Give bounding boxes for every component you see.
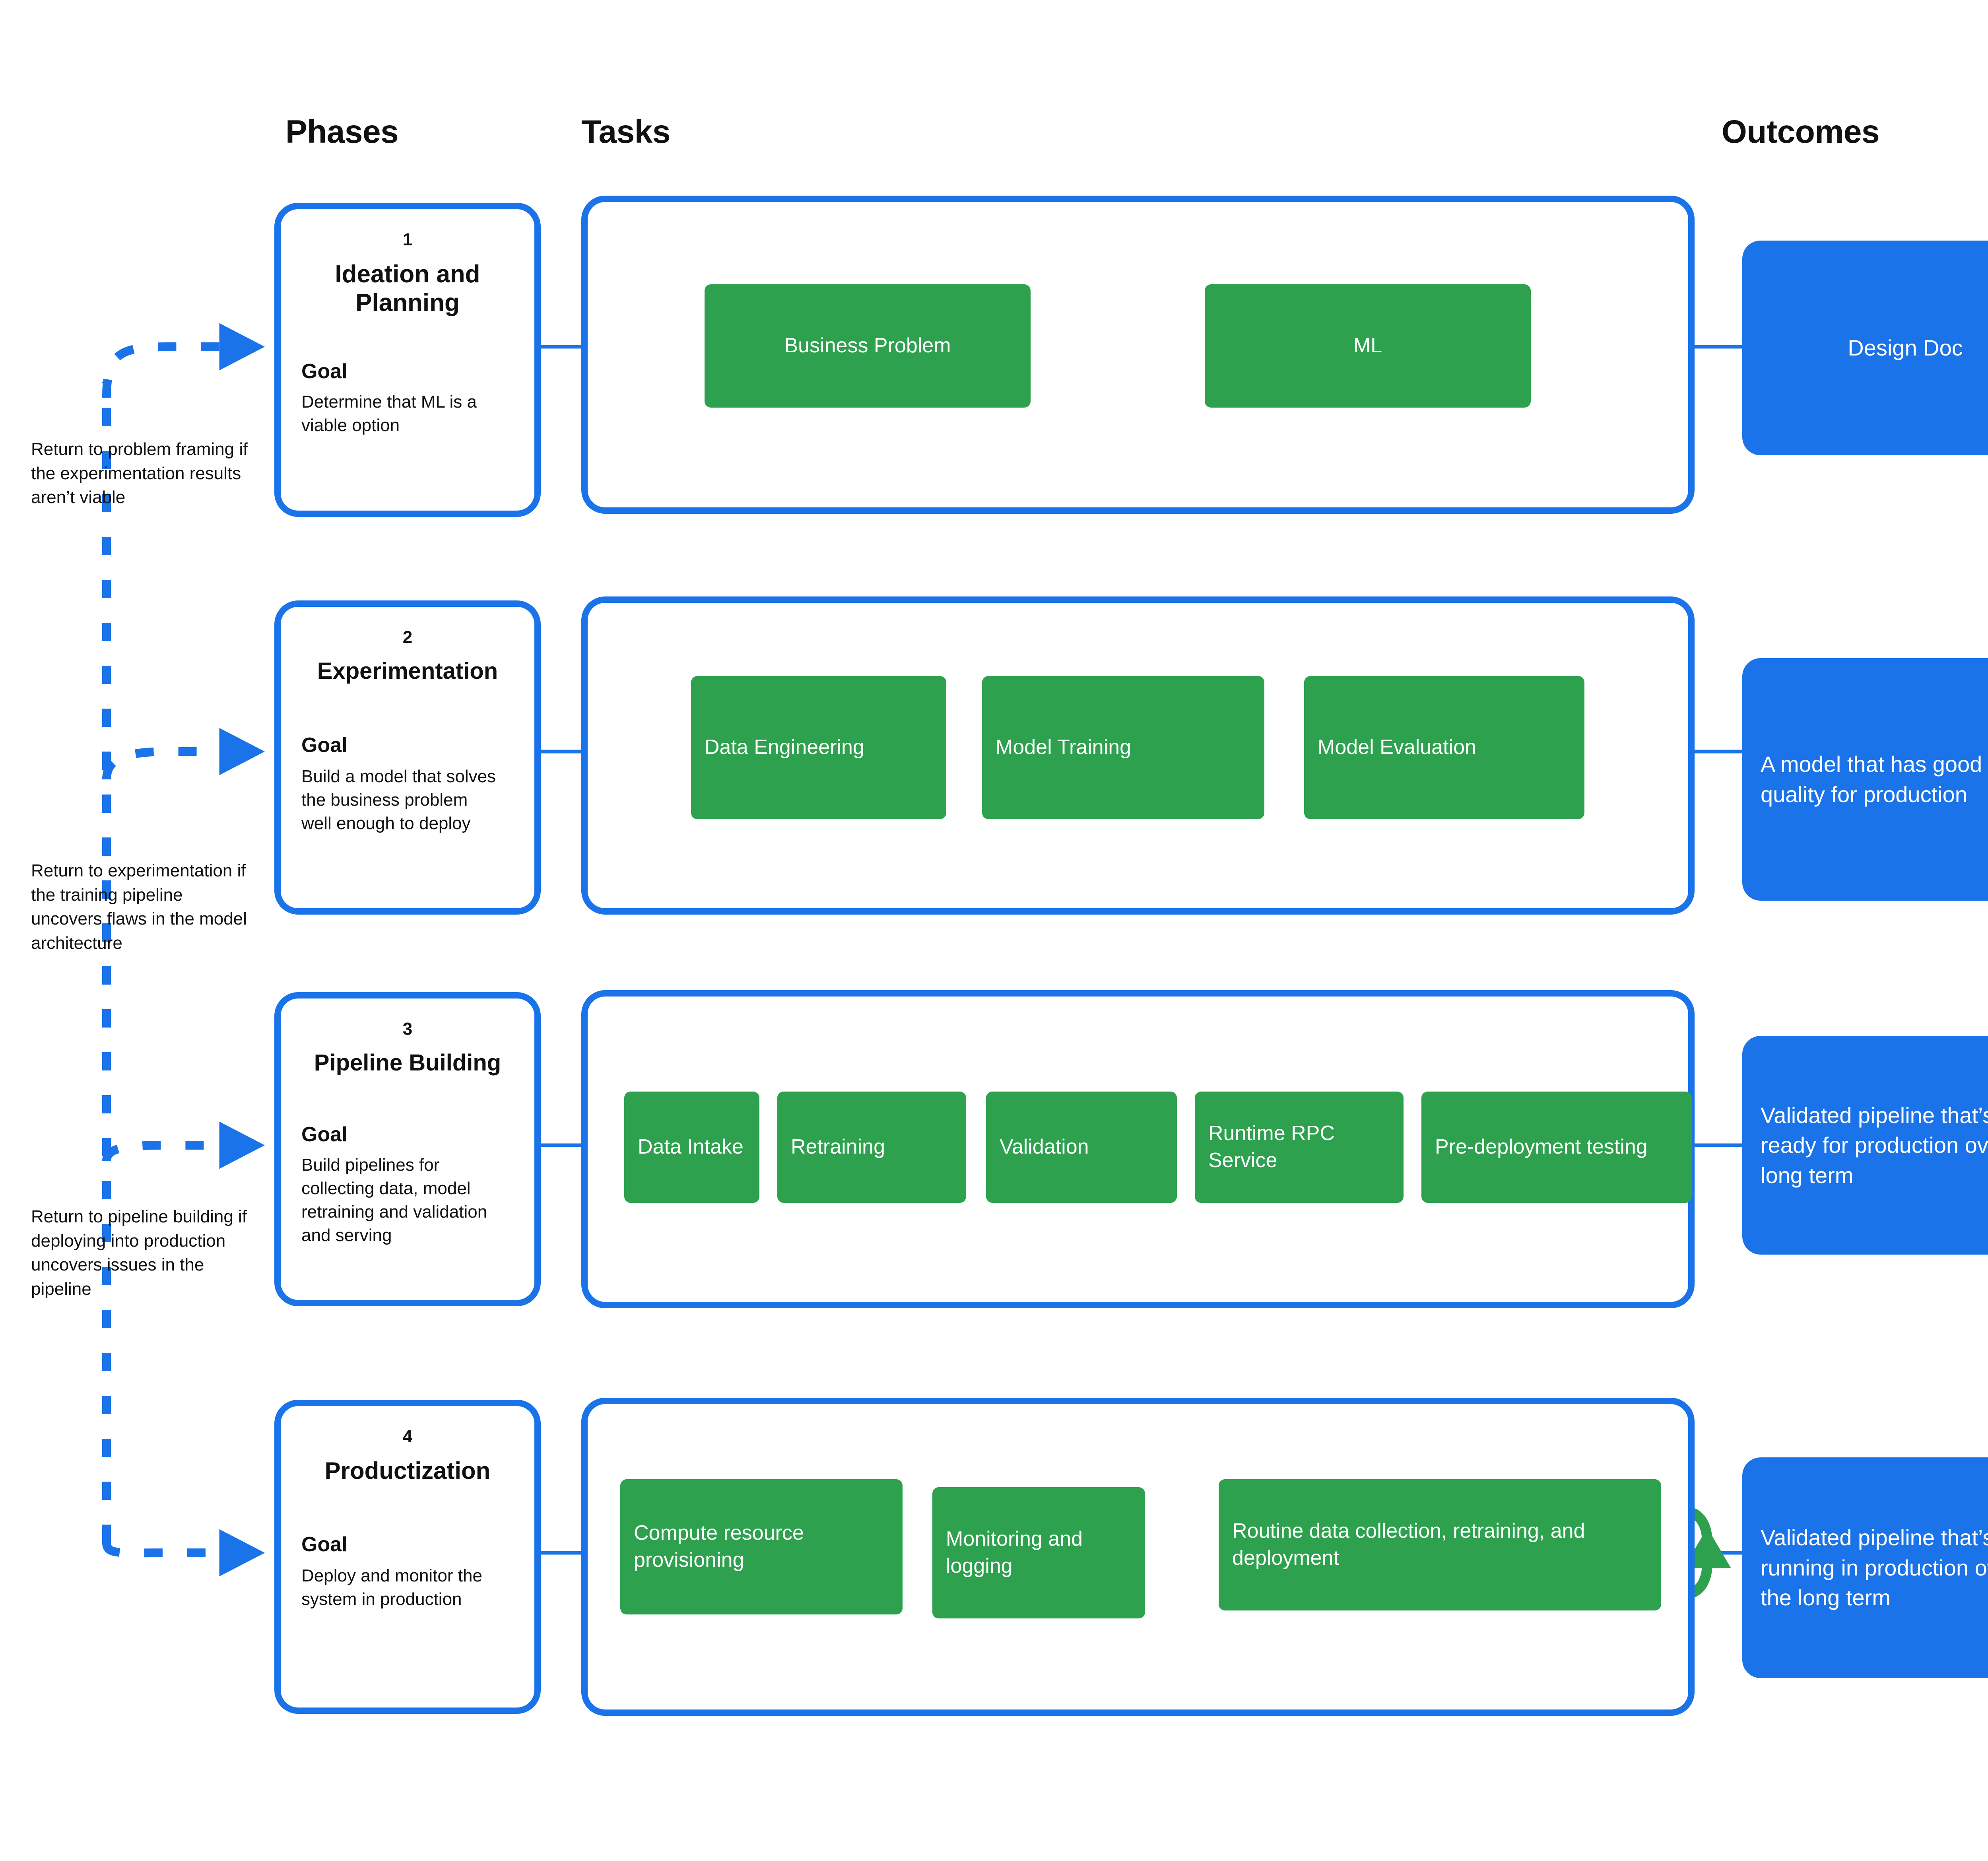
phase-title-2: Experimentation xyxy=(317,658,498,684)
phase-goal-label-1: Goal xyxy=(301,360,348,383)
task-box-retraining[interactable]: Retraining xyxy=(777,1092,966,1203)
outcome-box-design-doc[interactable]: Design Doc xyxy=(1742,241,1988,455)
phase-title-4: Productization xyxy=(324,1457,491,1484)
phase-card-3[interactable]: 3 Pipeline Building Goal Build pipelines… xyxy=(274,992,541,1306)
feedback-note-2: Return to experimentation if the trainin… xyxy=(31,861,247,953)
task-box-model-evaluation[interactable]: Model Evaluation xyxy=(1304,676,1584,819)
feedback-note-3: Return to pipeline building if deploying… xyxy=(31,1207,247,1299)
phase-number-4: 4 xyxy=(402,1427,413,1446)
task-box-business-problem[interactable]: Business Problem xyxy=(705,284,1031,408)
task-box-data-intake[interactable]: Data Intake xyxy=(624,1092,759,1203)
task-box-validation[interactable]: Validation xyxy=(986,1092,1177,1203)
outcome-box-good-model[interactable]: A model that has good quality for produc… xyxy=(1742,658,1988,901)
column-header-phases: Phases xyxy=(285,114,399,150)
task-box-ml[interactable]: ML xyxy=(1205,284,1531,408)
task-box-runtime-rpc-service[interactable]: Runtime RPC Service xyxy=(1195,1092,1404,1203)
phase-goal-text-1: Determine that ML is a viable option xyxy=(301,392,477,435)
outcome-box-validated-pipeline-ready[interactable]: Validated pipeline that’s ready for prod… xyxy=(1742,1036,1988,1255)
phase-card-2[interactable]: 2 Experimentation Goal Build a model tha… xyxy=(274,600,541,915)
feedback-note-1: Return to problem framing if the experim… xyxy=(31,439,248,507)
phase-number-2: 2 xyxy=(402,627,413,647)
column-header-outcomes: Outcomes xyxy=(1722,114,1880,150)
phase-task-connectors xyxy=(541,345,1742,1555)
phase-goal-text-2: Build a model that solves the business p… xyxy=(301,767,496,833)
task-box-routine-data-collection[interactable]: Routine data collection, retraining, and… xyxy=(1219,1479,1661,1610)
phase-number-3: 3 xyxy=(402,1019,413,1039)
task-box-pre-deployment-testing[interactable]: Pre-deployment testing xyxy=(1421,1092,1692,1203)
phase-goal-label-3: Goal xyxy=(301,1123,348,1146)
phase-goal-text-4: Deploy and monitor the system in product… xyxy=(301,1566,482,1609)
phase-goal-label-2: Goal xyxy=(301,734,348,757)
phase-goal-text-3: Build pipelines for collecting data, mod… xyxy=(301,1155,487,1245)
phase-card-1[interactable]: 1 Ideation and Planning Goal Determine t… xyxy=(274,203,541,517)
task-box-data-engineering[interactable]: Data Engineering xyxy=(691,676,946,819)
column-header-tasks: Tasks xyxy=(581,114,670,150)
phase-title-3: Pipeline Building xyxy=(314,1050,501,1076)
task-box-model-training[interactable]: Model Training xyxy=(982,676,1264,819)
phase-title-1: Ideation and Planning xyxy=(335,260,480,317)
task-connectors xyxy=(759,345,1421,1553)
phase-number-1: 1 xyxy=(402,230,413,249)
task-box-compute-resource-provisioning[interactable]: Compute resource provisioning xyxy=(620,1479,903,1614)
task-box-monitoring-and-logging[interactable]: Monitoring and logging xyxy=(932,1487,1145,1618)
outcome-box-validated-pipeline-running[interactable]: Validated pipeline that’s running in pro… xyxy=(1742,1457,1988,1678)
phase-goal-label-4: Goal xyxy=(301,1533,348,1556)
phase-card-4[interactable]: 4 Productization Goal Deploy and monitor… xyxy=(274,1400,541,1714)
